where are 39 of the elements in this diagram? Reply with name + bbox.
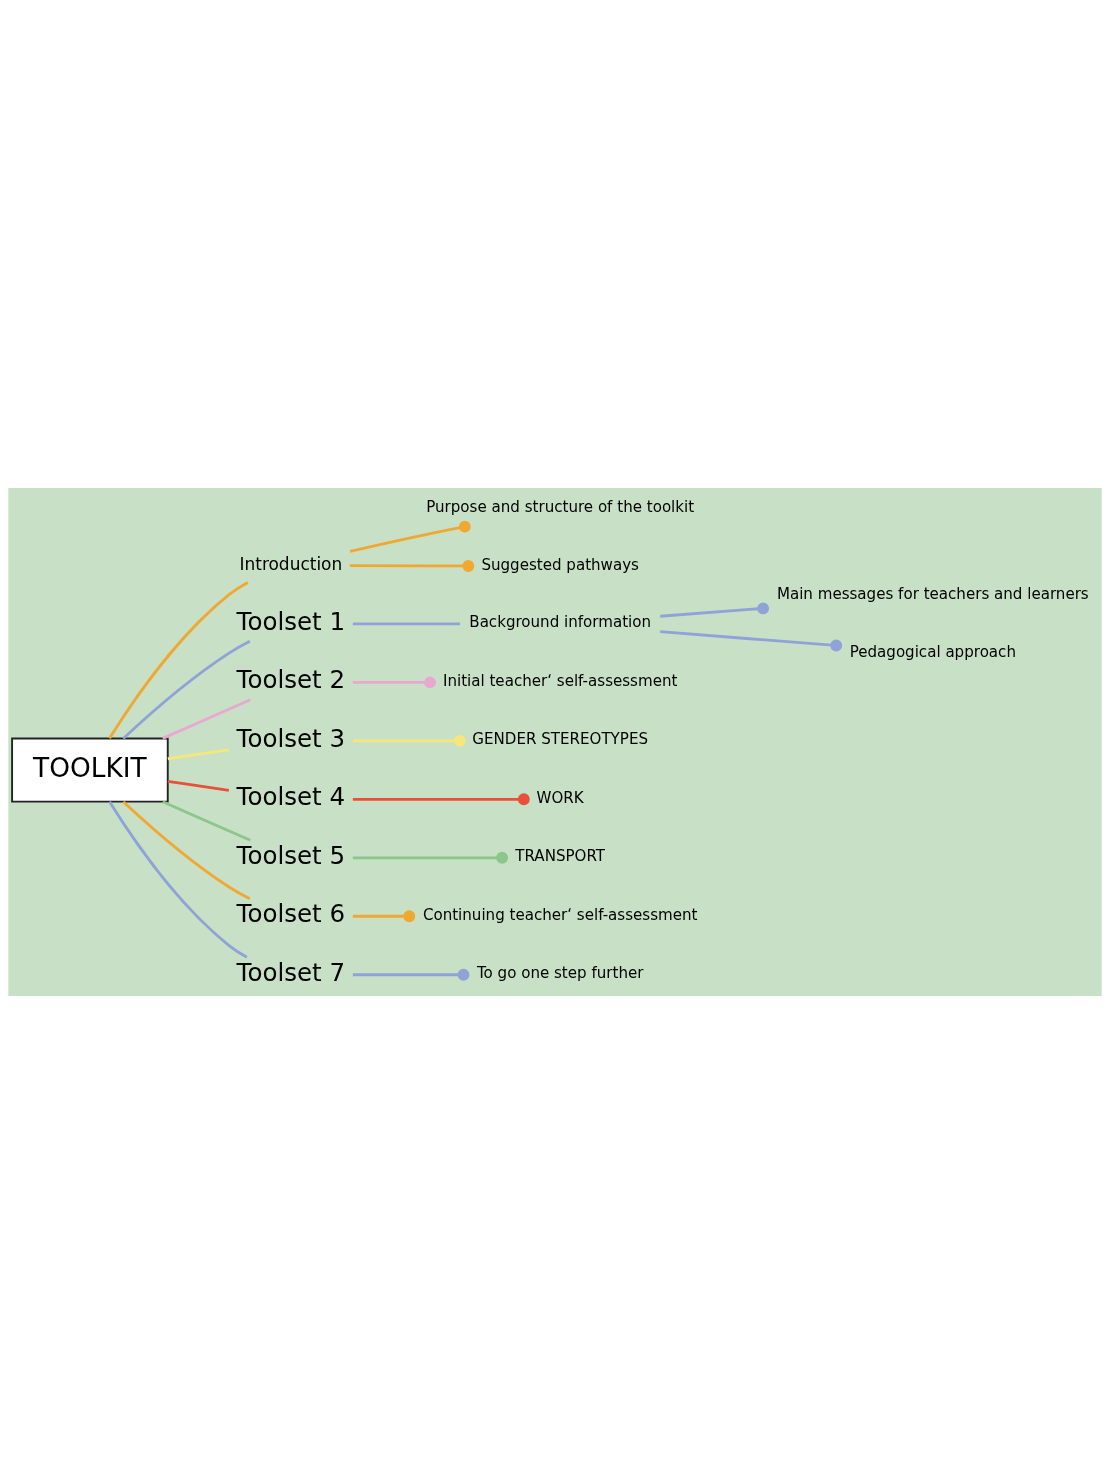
node-box: TOOLKIT	[11, 737, 169, 803]
node-text: TRANSPORT	[515, 846, 606, 865]
connector	[352, 909, 416, 922]
connector	[660, 629, 843, 651]
node-text: Toolset 4	[236, 781, 346, 811]
connector	[167, 747, 230, 760]
connector	[349, 559, 475, 572]
node-text: Pedagogical approach	[849, 642, 1016, 661]
node-text: Continuing teacher‘ self-assessment	[422, 905, 698, 924]
node-text: Toolset 1	[236, 606, 346, 636]
connector	[352, 621, 460, 625]
connector	[660, 602, 770, 618]
node-text: Initial teacher‘ self-assessment	[442, 671, 678, 690]
node-text: Toolset 5	[236, 840, 346, 870]
node-text: Toolset 7	[236, 957, 346, 987]
connector	[352, 734, 466, 747]
connector	[108, 580, 249, 739]
node-text: Toolset 3	[236, 723, 346, 753]
connector	[352, 792, 530, 805]
connector	[122, 639, 251, 739]
node-text: To go one step further	[476, 963, 644, 982]
node-text: Background information	[469, 612, 652, 631]
node-text: Main messages for teachers and learners	[776, 584, 1089, 603]
node-text: Purpose and structure of the toolkit	[426, 497, 695, 516]
connector	[162, 698, 251, 740]
connector	[167, 779, 230, 792]
connector	[122, 800, 251, 900]
node-text: Introduction	[239, 553, 343, 574]
connector	[352, 851, 509, 864]
node-text: Toolset 6	[236, 898, 346, 928]
node-text: Suggested pathways	[481, 555, 639, 574]
connector	[352, 968, 470, 981]
connector	[349, 520, 471, 553]
connector	[162, 799, 251, 842]
node-text: GENDER STEREOTYPES	[472, 729, 649, 748]
node-text: WORK	[536, 788, 584, 807]
connector	[352, 675, 436, 688]
node-text: Toolset 2	[236, 664, 346, 694]
connector	[108, 800, 248, 958]
